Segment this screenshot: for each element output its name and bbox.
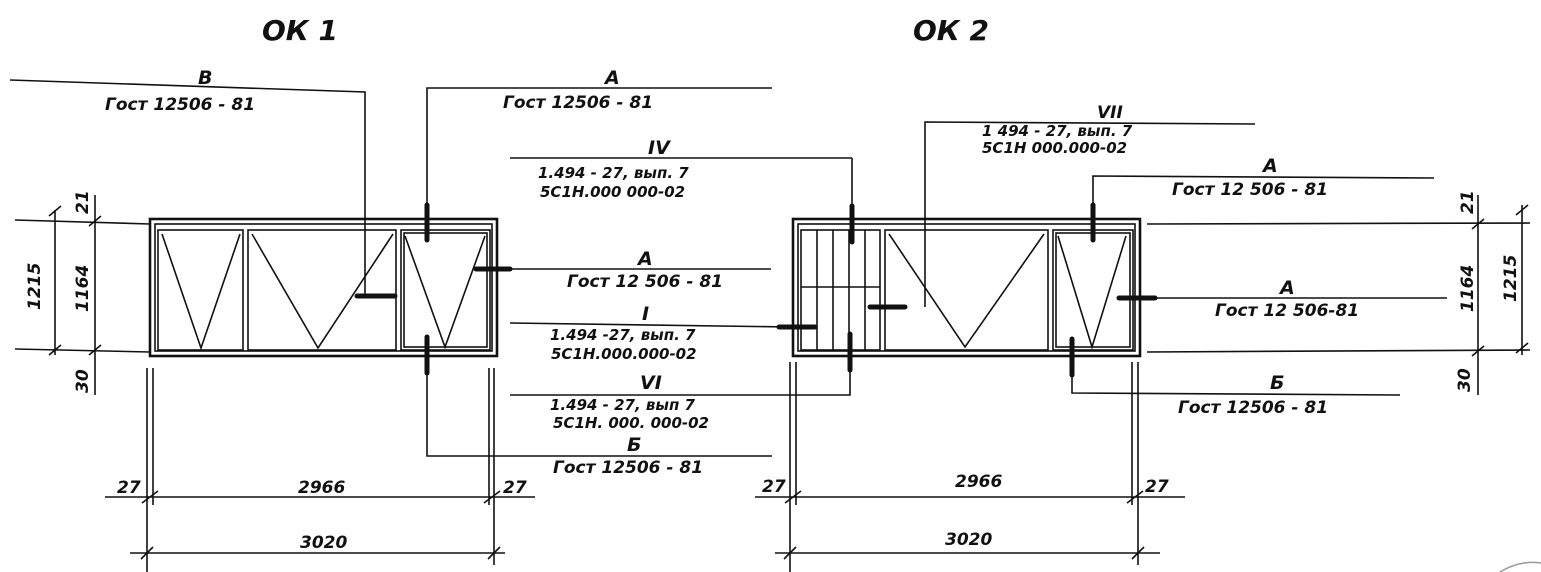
ok1-callout-b-mark: Б [627, 434, 641, 456]
ok1-leader-v [9, 79, 366, 296]
ok1-dim-left: 27 [117, 478, 141, 498]
callout-i-spec2: 5С1Н.000.000-02 [551, 345, 697, 363]
callout-vi-mark: VI [640, 372, 662, 394]
ok1-leader-b [426, 373, 772, 457]
ok1-tick [141, 490, 159, 504]
ok2-leader-a-top [1092, 175, 1435, 205]
ok1-title: ОК 1 [262, 14, 338, 47]
ok2-ext-top [1146, 222, 1531, 225]
ok1-dim-right: 27 [503, 478, 527, 498]
ok2-tick [1131, 546, 1145, 560]
ok1-dim-inner-h: 1164 [73, 265, 93, 312]
ok1-dim-inner-w: 2966 [298, 478, 345, 498]
ok1-callout-v-spec: Гост 12506 - 81 [105, 95, 255, 115]
ok1-sash-1 [157, 229, 244, 351]
ok1-tick [483, 490, 501, 504]
leader-i [509, 322, 791, 328]
scan-artifact [1499, 561, 1541, 572]
ok2-callout-a-top-spec: Гост 12 506 - 81 [1172, 180, 1328, 200]
ok1-opening-mark-2 [251, 233, 394, 350]
window-ok2: ОК 2 VII 1 494 - 27, вып. 7 5С1Н 000.0 [755, 14, 1531, 572]
shared-callouts: IV 1.494 - 27, вып. 7 5С1Н.000 000-02 I … [509, 137, 853, 432]
ok1-callout-a-top-spec: Гост 12506 - 81 [503, 93, 653, 113]
ok2-ext-bottom [1146, 349, 1531, 353]
ok2-dim-bottom: 30 [1455, 368, 1475, 392]
ok2-dim-left: 27 [762, 477, 786, 497]
ok2-leader-vii [924, 121, 1256, 307]
ok2-sash-3 [1052, 229, 1134, 351]
ok1-callout-a-mid-mark: А [636, 248, 653, 270]
ok2-leader-b [1071, 375, 1401, 396]
ok2-sash-2 [884, 229, 1049, 351]
ok2-dim-total-w: 3020 [945, 530, 992, 550]
ok1-callout-v-mark: В [198, 67, 212, 89]
ok1-frame-inner [154, 223, 493, 352]
ok1-dim-total-h: 1215 [25, 263, 45, 310]
ok1-tick [88, 344, 102, 356]
window-ok1: ОК 1 В Гост 12506 - 81 А Гост 12506 - 81… [9, 14, 772, 572]
ok2-frame-inner [797, 223, 1136, 352]
callout-iv-spec1: 1.494 - 27, вып. 7 [538, 164, 689, 182]
ok1-dim-bottom: 30 [73, 369, 93, 393]
ok1-dim-top: 21 [73, 190, 93, 214]
ok1-callout-a-top-mark: А [603, 67, 620, 89]
ok2-dim-total-h: 1215 [1501, 255, 1521, 302]
ok2-opening-mark-3 [1057, 235, 1127, 350]
callout-vi-spec2: 5С1Н. 000. 000-02 [553, 414, 709, 432]
ok1-callout-a-mid-spec: Гост 12 506 - 81 [567, 272, 723, 292]
ok2-callout-vii-spec1: 1 494 - 27, вып. 7 [982, 122, 1133, 140]
ok2-tick [1515, 204, 1529, 216]
ok2-tick [1126, 490, 1144, 504]
ok1-sash-3-inner [403, 232, 488, 348]
callout-i-spec1: 1.494 -27, вып. 7 [550, 326, 696, 344]
ok2-callout-vii-spec2: 5С1Н 000.000-02 [982, 139, 1127, 157]
ok2-callout-a-mid-mark: А [1278, 277, 1295, 299]
ok1-tick [487, 546, 501, 560]
ok2-dim-inner-w: 2966 [955, 472, 1002, 492]
callout-iv-spec2: 5С1Н.000 000-02 [540, 183, 685, 201]
ok2-frame-outer [791, 217, 1142, 358]
ok2-sash-fixed [800, 229, 881, 351]
ok2-callout-b-spec: Гост 12506 - 81 [1178, 398, 1328, 418]
ok1-ext-bottom [14, 348, 151, 353]
ok1-tick [88, 215, 102, 227]
ok2-dim-top: 21 [1458, 190, 1478, 214]
ok2-opening-mark-2 [888, 233, 1045, 349]
ok1-opening-mark-3 [404, 235, 486, 350]
ok1-sash-2 [247, 229, 397, 351]
ok2-callout-a-top-mark: А [1261, 155, 1278, 177]
ok1-ext-top [14, 219, 151, 225]
ok2-tick [1471, 218, 1485, 230]
ok1-dim-total-w: 3020 [300, 533, 347, 553]
ok2-callout-a-mid-spec: Гост 12 506-81 [1215, 301, 1359, 321]
callout-vi-spec1: 1.494 - 27, вып 7 [550, 396, 696, 414]
ok1-leader-a-top [426, 87, 772, 205]
ok2-sash-3-inner [1055, 232, 1131, 348]
ok2-dim-inner-h: 1164 [1458, 265, 1478, 312]
ok1-sash-3 [400, 229, 491, 351]
ok2-tick [1515, 342, 1529, 354]
ok1-tick [48, 344, 62, 356]
ok2-title: ОК 2 [913, 14, 989, 47]
callout-i-mark: I [642, 303, 649, 325]
ok1-callout-b-spec: Гост 12506 - 81 [553, 458, 703, 478]
ok2-tick [784, 490, 802, 504]
ok2-callout-vii-mark: VII [1097, 103, 1123, 123]
callout-iv-mark: IV [648, 137, 671, 159]
ok2-callout-b-mark: Б [1270, 372, 1284, 394]
ok2-dim-right: 27 [1145, 477, 1169, 497]
ok1-tick [140, 546, 154, 560]
ok2-tick [1471, 345, 1485, 357]
ok2-tick [783, 546, 797, 560]
ok1-opening-mark-1 [161, 233, 241, 351]
ok1-frame-outer [148, 217, 499, 358]
ok1-tick [48, 205, 62, 217]
